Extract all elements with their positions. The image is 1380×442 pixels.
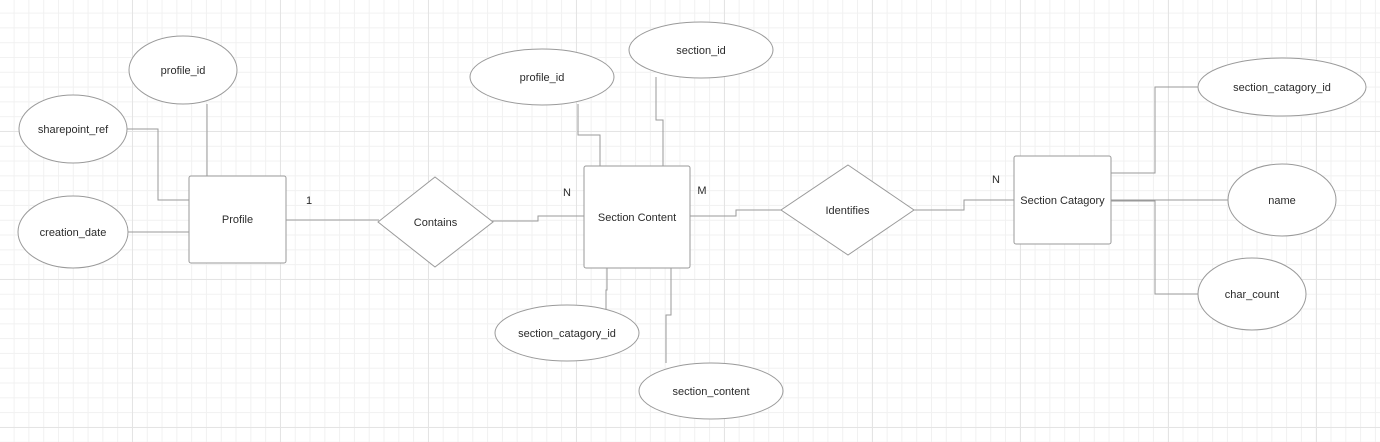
attribute-profile-id[interactable]: profile_id	[128, 35, 238, 105]
attribute-catagory-char-count-label: char_count	[1225, 289, 1279, 301]
attribute-creation-date-label: creation_date	[40, 227, 107, 239]
connector-content-section-id	[655, 77, 664, 166]
connector-content-section-content	[665, 268, 672, 363]
connector-catagory-id	[1111, 86, 1199, 174]
connector-contains-content	[492, 215, 584, 222]
relationship-contains-label: Contains	[414, 217, 458, 229]
attribute-catagory-id[interactable]: section_catagory_id	[1197, 57, 1367, 117]
relationship-identifies-label: Identifies	[825, 205, 870, 217]
relationship-contains[interactable]: Contains	[377, 176, 494, 268]
attribute-profile-id-label: profile_id	[161, 65, 206, 77]
attribute-content-catagory-id[interactable]: section_catagory_id	[494, 304, 640, 362]
attribute-content-section-id-label: section_id	[676, 45, 726, 57]
relationship-identifies[interactable]: Identifies	[780, 164, 915, 256]
connector-content-identifies	[690, 209, 782, 217]
entity-section-catagory[interactable]: Section Catagory	[1013, 155, 1112, 245]
attribute-catagory-name[interactable]: name	[1227, 163, 1337, 237]
attribute-creation-date[interactable]: creation_date	[17, 195, 129, 269]
connector-identifies-catagory	[914, 199, 1014, 211]
attribute-catagory-name-label: name	[1268, 195, 1296, 207]
entity-profile-label: Profile	[222, 214, 253, 226]
cardinality-identifies-catagory: N	[992, 174, 1000, 186]
cardinality-profile-contains: 1	[306, 195, 312, 207]
entity-section-content-label: Section Content	[598, 212, 676, 224]
attribute-content-section-id[interactable]: section_id	[628, 21, 774, 79]
entity-section-catagory-label: Section Catagory	[1020, 195, 1105, 207]
connector-content-profile-id	[577, 104, 601, 166]
attribute-catagory-char-count[interactable]: char_count	[1197, 257, 1307, 331]
attribute-catagory-id-label: section_catagory_id	[1233, 82, 1331, 94]
entity-profile[interactable]: Profile	[188, 175, 287, 264]
attribute-content-profile-id[interactable]: profile_id	[469, 48, 615, 106]
connector-sharepoint-ref	[126, 128, 190, 201]
connectors	[126, 77, 1228, 363]
attribute-sharepoint-ref[interactable]: sharepoint_ref	[18, 94, 128, 164]
connector-content-catagory-id	[605, 268, 608, 311]
connector-catagory-char-count	[1111, 200, 1199, 295]
cardinality-content-identifies: M	[697, 185, 706, 197]
attribute-content-section-content-label: section_content	[672, 386, 749, 398]
attribute-content-catagory-id-label: section_catagory_id	[518, 328, 616, 340]
entity-section-content[interactable]: Section Content	[583, 165, 691, 269]
cardinality-contains-content: N	[563, 187, 571, 199]
attribute-sharepoint-ref-label: sharepoint_ref	[38, 124, 109, 136]
attribute-content-profile-id-label: profile_id	[520, 72, 565, 84]
attribute-content-section-content[interactable]: section_content	[638, 362, 784, 420]
